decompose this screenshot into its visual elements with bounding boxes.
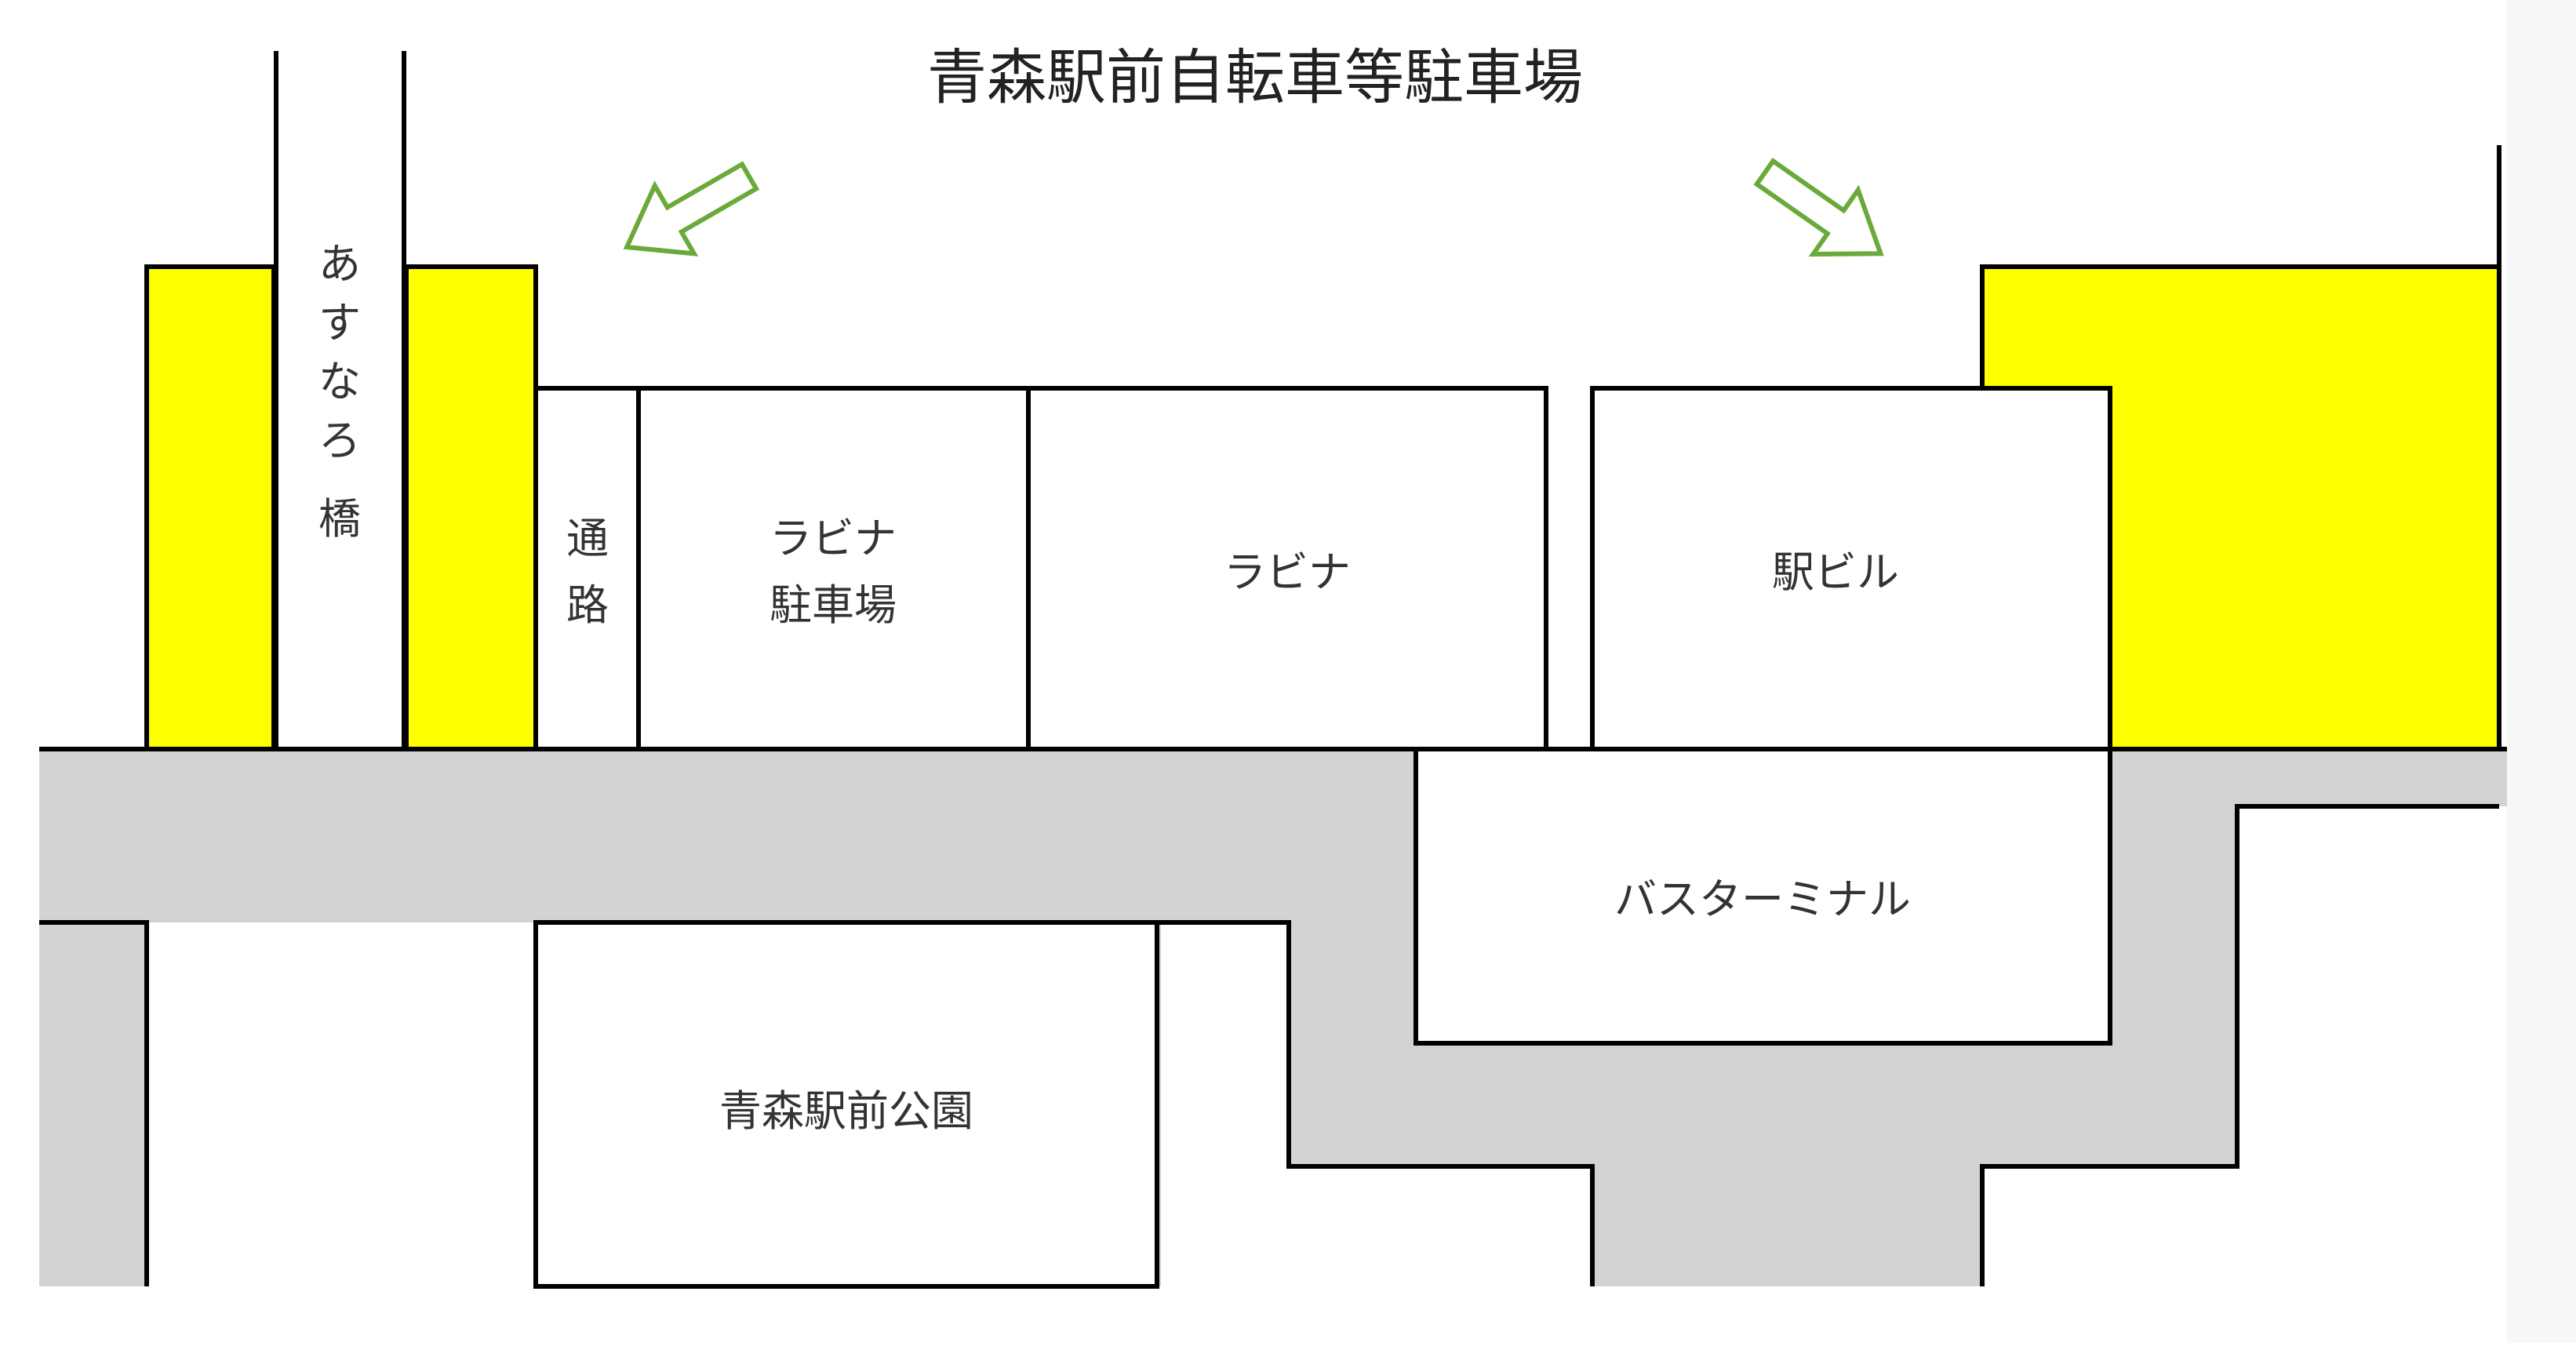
road-bottom-left-edge [39,920,149,1286]
bicycle-parking-left-a [144,264,276,751]
asunaro-bridge-char-3: な [318,357,361,406]
asunaro-bridge-char-4: ろ [318,416,361,465]
lavina-parking-label-line2: 駐車場 [770,580,897,630]
asunaro-bridge-char-5: 橋 [318,494,361,544]
lavina-parking-label-line1: ラビナ [770,514,897,563]
station-building-block [1590,386,2112,751]
right-margin-strip [2507,0,2576,1343]
bus-terminal-label: バスターミナル [1614,875,1911,924]
map-canvas: 青森駅前自転車等駐車場 あ す な ろ 橋 通 路 ラビナ 駐車場 ラビナ 駅ビ… [39,42,2507,1289]
road-bottom-right-edge [1980,804,2499,1286]
road-bottom-middle-edge [1157,920,1595,1286]
asunaro-bridge-char-2: す [318,298,361,347]
road-area [39,749,2507,1286]
arrow-left-icon [623,161,760,256]
lavina-label: ラビナ [1224,547,1351,597]
passage-char-1: 通 [566,514,609,563]
bicycle-parking-left-b [404,264,538,751]
arrow-right-icon [1753,158,1884,257]
lavina-parking-block [636,386,1031,751]
station-building-label: 駅ビル [1772,547,1899,597]
passage-block [533,386,641,751]
lavina-block [1026,386,1548,751]
station-park-label: 青森駅前公園 [719,1086,973,1136]
asunaro-bridge-char-1: あ [318,239,361,289]
passage-char-2: 路 [566,580,609,630]
bus-terminal-block [1414,747,2112,1046]
map-title: 青森駅前自転車等駐車場 [927,42,1583,112]
station-park-block [533,920,1159,1289]
